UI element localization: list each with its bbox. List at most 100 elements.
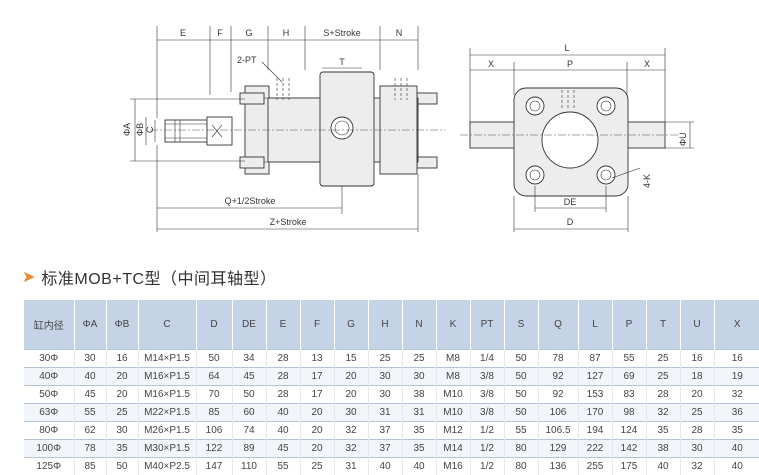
table-cell: 125Φ [24, 458, 74, 475]
table-cell: 28 [646, 386, 680, 404]
table-cell: 20 [300, 422, 334, 440]
column-header: Q [538, 300, 578, 350]
table-cell: M16 [436, 458, 470, 475]
column-header: 缸内径 [24, 300, 74, 350]
table-cell: 136 [538, 458, 578, 475]
table-cell: 3/8 [470, 386, 504, 404]
table-cell: 35 [402, 422, 436, 440]
dim-4-k: 4-K [642, 174, 652, 188]
table-cell: M40×P2.5 [138, 458, 196, 475]
table-cell: M14×P1.5 [138, 350, 196, 368]
table-cell: 20 [334, 368, 368, 386]
column-header: P [612, 300, 646, 350]
table-cell: 35 [646, 422, 680, 440]
table-cell: M22×P1.5 [138, 404, 196, 422]
section-title: 标准MOB+TC型（中间耳轴型） [41, 265, 276, 289]
table-cell: 70 [196, 386, 232, 404]
table-cell: 32 [646, 404, 680, 422]
dim-phi-u: ΦU [678, 132, 688, 146]
table-cell: 129 [538, 440, 578, 458]
table-cell: M16×P1.5 [138, 386, 196, 404]
table-cell: 30 [368, 368, 402, 386]
table-cell: 40 [402, 458, 436, 475]
dim-x-right: X [644, 59, 650, 69]
table-cell: 15 [334, 350, 368, 368]
table-cell: 16 [680, 350, 714, 368]
table-cell: 80 [504, 458, 538, 475]
table-cell: M8 [436, 368, 470, 386]
table-cell: 30 [680, 440, 714, 458]
table-cell: 45 [74, 386, 106, 404]
arrow-icon: ➤ [22, 267, 35, 287]
table-cell: 100Φ [24, 440, 74, 458]
dim-z-stroke: Z+Stroke [270, 217, 307, 227]
table-cell: 80 [504, 440, 538, 458]
table-cell: 50Φ [24, 386, 74, 404]
table-cell: 20 [300, 440, 334, 458]
table-cell: 50 [232, 386, 266, 404]
table-cell: 92 [538, 386, 578, 404]
dim-l: L [564, 43, 569, 53]
dim-p: P [567, 59, 573, 69]
table-cell: 89 [232, 440, 266, 458]
table-cell: 98 [612, 404, 646, 422]
column-header: H [368, 300, 402, 350]
column-header: L [578, 300, 612, 350]
table-cell: 30 [402, 368, 436, 386]
table-cell: M8 [436, 350, 470, 368]
column-header: F [300, 300, 334, 350]
table-cell: 60 [232, 404, 266, 422]
table-cell: 30 [106, 422, 138, 440]
table-cell: 20 [334, 386, 368, 404]
dim-g: G [245, 28, 252, 38]
table-cell: 255 [578, 458, 612, 475]
dim-n: N [396, 28, 403, 38]
table-cell: 78 [74, 440, 106, 458]
table-cell: M30×P1.5 [138, 440, 196, 458]
column-header: ΦB [106, 300, 138, 350]
table-cell: 25 [646, 350, 680, 368]
table-cell: 31 [402, 404, 436, 422]
column-header: G [334, 300, 368, 350]
table-cell: 16 [714, 350, 759, 368]
table-cell: M10 [436, 404, 470, 422]
table-cell: 28 [266, 368, 300, 386]
table-cell: 40 [714, 458, 759, 475]
table-cell: 62 [74, 422, 106, 440]
table-cell: 106 [538, 404, 578, 422]
table-cell: 106 [196, 422, 232, 440]
table-cell: 37 [368, 440, 402, 458]
table-cell: 30 [334, 404, 368, 422]
table-cell: 153 [578, 386, 612, 404]
table-cell: 127 [578, 368, 612, 386]
table-cell: 18 [680, 368, 714, 386]
table-cell: 63Φ [24, 404, 74, 422]
table-cell: 28 [680, 422, 714, 440]
table-cell: 1/2 [470, 458, 504, 475]
table-cell: 20 [106, 368, 138, 386]
dim-s-stroke: S+Stroke [323, 28, 360, 38]
table-cell: 40 [714, 440, 759, 458]
dim-phi-a: ΦA [122, 123, 132, 136]
column-header: D [196, 300, 232, 350]
table-cell: 34 [232, 350, 266, 368]
table-cell: 3/8 [470, 404, 504, 422]
table-cell: M14 [436, 440, 470, 458]
table-cell: 50 [504, 404, 538, 422]
table-cell: 1/2 [470, 440, 504, 458]
table-cell: 17 [300, 386, 334, 404]
table-cell: 80Φ [24, 422, 74, 440]
table-cell: 20 [300, 404, 334, 422]
table-cell: 35 [714, 422, 759, 440]
table-cell: 28 [266, 350, 300, 368]
table-cell: 142 [612, 440, 646, 458]
table-cell: 36 [714, 404, 759, 422]
table-cell: 175 [612, 458, 646, 475]
table-cell: M26×P1.5 [138, 422, 196, 440]
table-cell: 25 [646, 368, 680, 386]
